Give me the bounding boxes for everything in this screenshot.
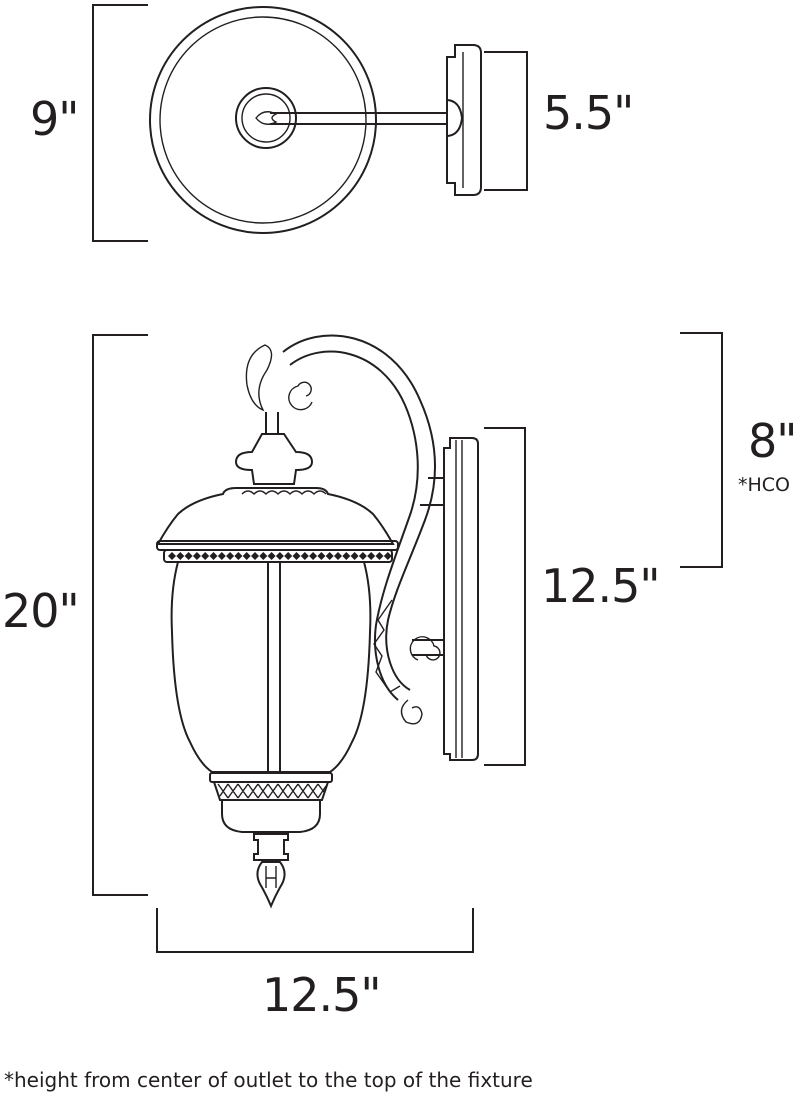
diamond-pattern	[350, 552, 359, 560]
backplate-height-dimension-line	[484, 427, 526, 766]
width-label: 12.5"	[262, 968, 382, 1022]
lower-scrolls	[400, 636, 441, 725]
canopy-rim	[156, 540, 399, 551]
top-finial	[255, 111, 278, 125]
lower-grid-band	[212, 781, 330, 801]
side-view	[92, 332, 723, 953]
diamond-pattern	[325, 552, 334, 560]
lower-leaf-ornament	[373, 599, 401, 693]
top-stem	[265, 412, 279, 434]
leaf-ornament	[245, 344, 273, 412]
diamond-pattern	[259, 552, 268, 560]
lantern-cap-ring	[241, 93, 291, 143]
arm-mount-bars	[412, 477, 444, 656]
top-view	[92, 4, 528, 242]
diamond-pattern	[383, 552, 392, 560]
diamond-pattern	[242, 552, 251, 560]
diamond-pattern	[309, 552, 318, 560]
backplate-edge	[455, 440, 463, 758]
backplate-height-label: 12.5"	[541, 559, 661, 613]
backplate	[443, 437, 479, 761]
diamond-pattern	[267, 552, 276, 560]
top-height-dimension-line	[92, 4, 148, 242]
bead-trim	[241, 490, 327, 495]
diamond-band	[163, 549, 393, 563]
center-rod	[267, 562, 281, 774]
width-dimension-line	[156, 908, 474, 953]
diamond-pattern	[201, 552, 210, 560]
diamond-pattern	[176, 552, 185, 560]
upper-scroll	[288, 381, 313, 411]
top-backplate	[446, 44, 482, 196]
overall-height-dimension-line	[92, 334, 148, 896]
lantern-cap	[234, 433, 314, 485]
lantern-cap-circle	[235, 87, 297, 149]
lantern-canopy	[156, 487, 395, 545]
hco-marker: *HCO	[738, 474, 791, 496]
diamond-pattern	[300, 552, 309, 560]
diamond-pattern	[334, 552, 342, 560]
diamond-pattern	[317, 552, 326, 560]
diamond-pattern	[251, 552, 259, 560]
overall-height-label: 20"	[2, 584, 80, 638]
arm-inner	[289, 350, 419, 701]
diamond-pattern	[358, 552, 367, 560]
diamond-pattern	[234, 552, 243, 560]
diamond-pattern	[342, 552, 351, 560]
diamond-pattern	[184, 552, 193, 560]
lower-cup	[221, 799, 321, 833]
lantern-inner-ring	[159, 16, 367, 224]
hco-label: 8"	[748, 414, 797, 468]
diamond-pattern	[284, 552, 293, 560]
diamond-pattern	[367, 552, 376, 560]
finial-detail	[265, 866, 277, 888]
diamond-pattern	[226, 552, 235, 560]
arm-mount	[445, 99, 464, 137]
diamond-pattern	[209, 552, 218, 560]
lower-collar	[253, 833, 289, 861]
footnote: *height from center of outlet to the top…	[4, 1068, 533, 1092]
lower-rim	[209, 772, 333, 783]
diamond-pattern	[217, 552, 226, 560]
diamond-pattern	[168, 552, 176, 560]
diamond-pattern	[292, 552, 301, 560]
top-arm	[270, 112, 446, 125]
diamond-pattern	[375, 552, 384, 560]
arm-outer	[282, 334, 436, 691]
glass-shade	[170, 561, 372, 773]
top-height-label: 9"	[30, 92, 79, 146]
bottom-finial	[256, 861, 286, 909]
backplate-dimension-line	[484, 51, 528, 191]
lantern-outer-circle	[149, 6, 377, 234]
diamond-pattern	[275, 552, 284, 560]
hco-dimension-line	[680, 332, 723, 568]
grid-pattern	[217, 783, 327, 799]
top-backplate-label: 5.5"	[543, 86, 634, 140]
diamond-pattern	[192, 552, 201, 560]
